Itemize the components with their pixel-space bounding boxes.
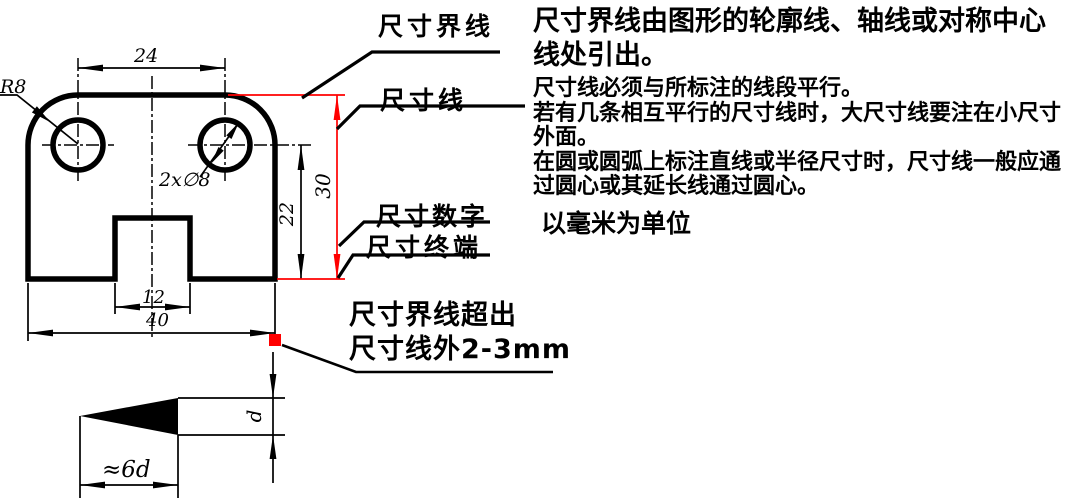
dim-40-arrow-right bbox=[250, 329, 275, 337]
note-text-line: 线处引出。 bbox=[533, 40, 668, 71]
note-dimension-line: 尺寸线必须与所标注的线段平行。 若有几条相互平行的尺寸线时，大尺寸线要注在小尺寸… bbox=[533, 76, 1073, 200]
holes-callout: 2x∅8 bbox=[158, 121, 240, 191]
radius-arrow bbox=[31, 106, 50, 122]
dim-24-arrow-right bbox=[200, 64, 225, 72]
dim-30-highlighted: 30 bbox=[228, 94, 345, 280]
leader-dimension-line bbox=[335, 104, 525, 131]
protrusion-square bbox=[269, 334, 281, 346]
callout-dimension-terminal: 尺寸终端 bbox=[366, 233, 483, 262]
callout-protrusion-line1: 尺寸界线超出 bbox=[349, 300, 517, 331]
callout-leaders bbox=[301, 50, 525, 279]
protrusion-marker bbox=[269, 334, 553, 374]
dim-40: 40 bbox=[27, 283, 276, 341]
dim-22: 22 bbox=[276, 145, 305, 279]
note-text-line: 若有几条相互平行的尺寸线时，大尺寸线要注在小尺寸 bbox=[533, 100, 1062, 126]
holes-arrow-lower bbox=[211, 147, 224, 164]
radius-leader bbox=[0, 94, 79, 145]
dim-d-arrow-top bbox=[269, 374, 277, 398]
note-unit: 以毫米为单位 bbox=[541, 209, 692, 238]
dim-30-arrow-top bbox=[333, 95, 341, 120]
leader-extension-line bbox=[301, 50, 500, 100]
arrowhead-shape bbox=[80, 398, 178, 435]
dim-24-value: 24 bbox=[133, 45, 158, 67]
dim-d-value: d bbox=[242, 410, 266, 423]
holes-arrow-upper bbox=[226, 122, 239, 139]
callout-dimension-number: 尺寸数字 bbox=[376, 202, 489, 231]
note-text-line: 过圆心或其延长线通过圆心。 bbox=[533, 174, 820, 199]
centerlines bbox=[42, 58, 312, 340]
callout-protrusion-line2: 尺寸线外2-3mm bbox=[349, 334, 572, 365]
dim-22-arrow-bottom bbox=[297, 254, 305, 279]
dim-12-arrow-right bbox=[165, 303, 190, 311]
dim-22-value: 22 bbox=[276, 202, 298, 227]
dim-24-arrow-left bbox=[78, 64, 103, 72]
dim-40-value: 40 bbox=[145, 310, 169, 331]
leader-protrusion bbox=[281, 343, 553, 374]
dim-6d-arrow-right bbox=[153, 481, 178, 489]
note-text-line: 尺寸界线由图形的轮廓线、轴线或对称中心 bbox=[533, 6, 1046, 37]
radius-value: R8 bbox=[0, 76, 26, 98]
note-text-line: 在圆或圆弧上标注直线或半径尺寸时，尺寸线一般应通 bbox=[533, 149, 1062, 175]
dim-d-arrow-bottom bbox=[269, 435, 277, 459]
dim-30-value: 30 bbox=[311, 173, 335, 199]
dim-12-value: 12 bbox=[142, 287, 165, 308]
note-text-line: 尺寸线必须与所标注的线段平行。 bbox=[533, 76, 864, 101]
dim-6d-arrow-left bbox=[80, 481, 105, 489]
note-extension-line: 尺寸界线由图形的轮廓线、轴线或对称中心 线处引出。 bbox=[533, 5, 1069, 73]
arrowhead-detail: d ≈6d bbox=[79, 352, 285, 498]
holes-value: 2x∅8 bbox=[158, 169, 210, 191]
note-text-line: 外面。 bbox=[533, 125, 600, 150]
dim-12: 12 bbox=[114, 283, 191, 314]
dim-40-arrow-left bbox=[28, 329, 53, 337]
dim-22-arrow-top bbox=[297, 145, 305, 170]
callout-extension-line: 尺寸界线 bbox=[378, 12, 495, 41]
leader-dimension-terminal bbox=[336, 253, 490, 279]
dim-30-arrow-bottom bbox=[333, 254, 341, 279]
dim-6d-value: ≈6d bbox=[102, 457, 151, 483]
radius-callout: R8 bbox=[0, 76, 79, 145]
dim-12-arrow-left bbox=[115, 303, 140, 311]
dim-24: 24 bbox=[78, 45, 225, 72]
leader-dimension-number bbox=[337, 220, 490, 248]
callout-dimension-line: 尺寸线 bbox=[380, 86, 468, 115]
